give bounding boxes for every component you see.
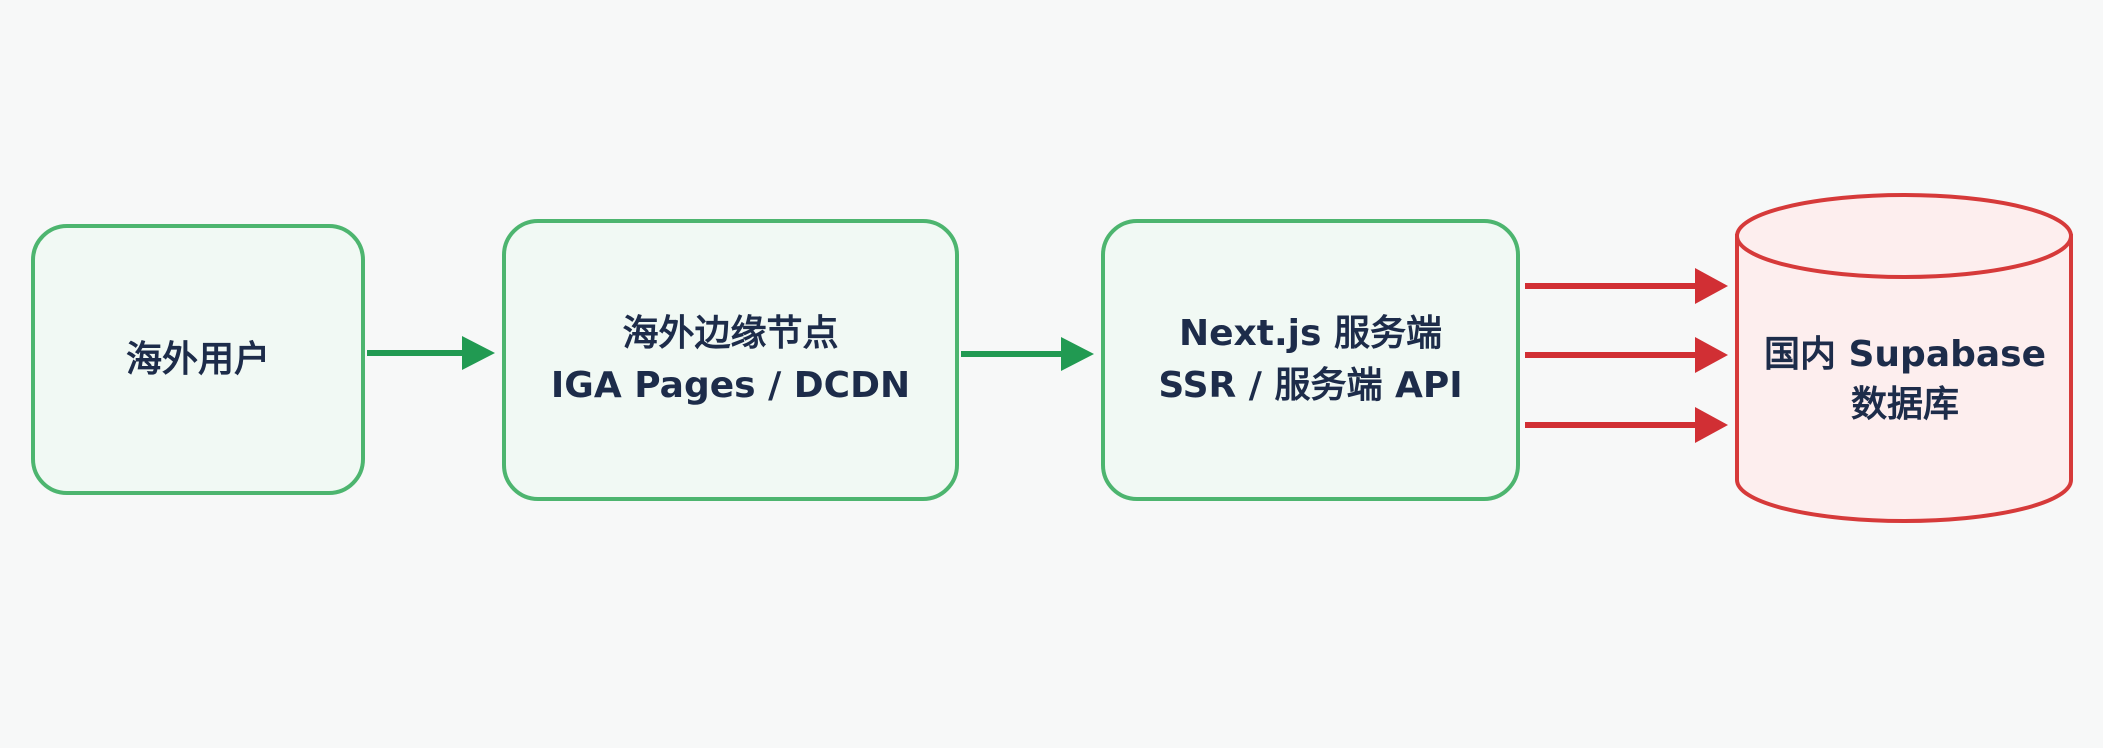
node-nextjs-server-subtitle: SSR / 服务端 API <box>1158 365 1463 406</box>
database-cylinder-icon <box>1735 193 2073 523</box>
arrow-server-to-db-top <box>1525 268 1728 304</box>
node-edge-title: 海外边缘节点 <box>622 313 839 354</box>
node-overseas-user: 海外用户 <box>31 224 365 495</box>
node-edge: 海外边缘节点 IGA Pages / DCDN <box>502 219 959 501</box>
node-database-subtitle: 数据库 <box>1850 384 1959 425</box>
node-database-label: 国内 Supabase 数据库 <box>1740 330 2070 430</box>
arrow-edge-to-server <box>961 337 1094 371</box>
arrow-server-to-db-middle <box>1525 337 1728 373</box>
node-nextjs-server-title: Next.js 服务端 <box>1179 313 1442 354</box>
node-database-title: 国内 Supabase <box>1763 334 2047 375</box>
arrow-user-to-edge <box>367 336 495 370</box>
node-overseas-user-label: 海外用户 <box>125 338 270 380</box>
arrow-server-to-db-bottom <box>1525 407 1728 443</box>
node-edge-subtitle: IGA Pages / DCDN <box>550 365 911 406</box>
node-nextjs-server: Next.js 服务端 SSR / 服务端 API <box>1101 219 1520 501</box>
